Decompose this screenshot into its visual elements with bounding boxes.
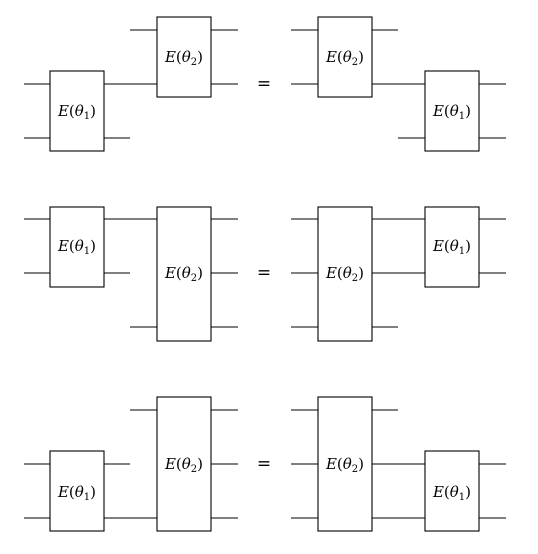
row-2-lhs-wires [24, 218, 238, 328]
row-2-rhs-gate-e1: E(θ1) [424, 206, 480, 288]
row-1-rhs-gate-e2: E(θ2) [317, 16, 373, 98]
row-2-lhs-gate-e1: E(θ1) [49, 206, 105, 288]
row-2-rhs-wires [291, 218, 506, 328]
equals-sign: = [257, 74, 271, 94]
gate-label-e-theta-1: E(θ1) [432, 237, 471, 257]
row-1-lhs-wires [24, 29, 238, 139]
gate-label-e-theta-2: E(θ2) [164, 264, 203, 284]
row-3-lhs-gate-e1: E(θ1) [49, 450, 105, 532]
row-2-rhs-gate-e2: E(θ2) [317, 206, 373, 342]
row-3-rhs-gate-e2: E(θ2) [317, 396, 373, 532]
row-2: E(θ1) E(θ2) = E(θ2) E(θ1) [24, 206, 506, 342]
gate-label-e-theta-2: E(θ2) [164, 455, 203, 475]
row-3: E(θ1) E(θ2) = E(θ2) E(θ1) [24, 396, 506, 532]
gate-label-e-theta-1: E(θ1) [57, 102, 96, 122]
equals-sign: = [257, 263, 271, 283]
gate-label-e-theta-2: E(θ2) [325, 264, 364, 284]
row-1: E(θ1) E(θ2) = E(θ2) E(θ1) [24, 16, 506, 152]
row-1-lhs-gate-e2: E(θ2) [156, 16, 212, 98]
row-1-rhs-wires [291, 29, 506, 139]
row-1-rhs-gate-e1: E(θ1) [424, 70, 480, 152]
gate-label-e-theta-1: E(θ1) [432, 483, 471, 503]
gate-label-e-theta-2: E(θ2) [325, 455, 364, 475]
row-2-lhs-gate-e2: E(θ2) [156, 206, 212, 342]
gate-label-e-theta-1: E(θ1) [57, 237, 96, 257]
equals-sign: = [257, 454, 271, 474]
row-3-lhs-gate-e2: E(θ2) [156, 396, 212, 532]
row-3-rhs-wires [291, 409, 506, 519]
gate-label-e-theta-2: E(θ2) [164, 48, 203, 68]
row-1-lhs-gate-e1: E(θ1) [49, 70, 105, 152]
gate-label-e-theta-1: E(θ1) [57, 483, 96, 503]
row-3-rhs-gate-e1: E(θ1) [424, 450, 480, 532]
gate-label-e-theta-1: E(θ1) [432, 102, 471, 122]
row-3-lhs-wires [24, 409, 238, 519]
gate-label-e-theta-2: E(θ2) [325, 48, 364, 68]
